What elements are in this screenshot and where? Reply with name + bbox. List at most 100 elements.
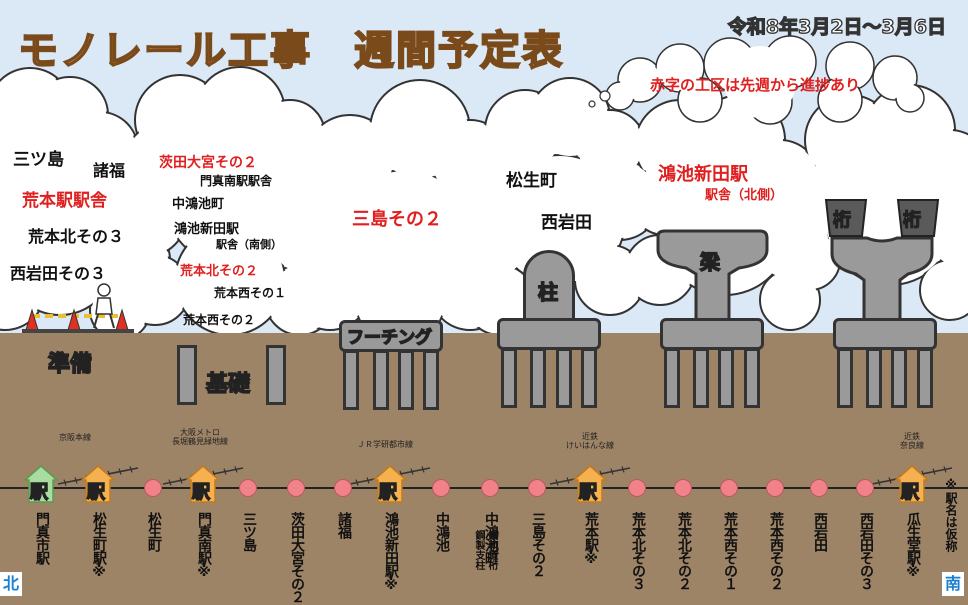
stage-label-column: 柱: [537, 279, 559, 305]
beam-item: 駅舎（北側）: [705, 188, 784, 203]
station-name: 諸福: [336, 512, 352, 538]
station-glyph: 駅: [578, 481, 598, 504]
station-name: 茨田大宮その２: [289, 512, 305, 603]
column-item: 松生町: [506, 171, 557, 191]
beam-pile: [664, 348, 680, 408]
station-name: 門真南駅※: [196, 512, 212, 579]
station-name: 中鴻池: [434, 512, 450, 551]
beam-slab: [660, 318, 764, 350]
beam-pile: [693, 348, 709, 408]
footing-pile: [398, 350, 414, 410]
beam-pile: [744, 348, 760, 408]
rail-line-label: 京阪本線: [59, 433, 91, 442]
column-item: 西岩田: [541, 213, 592, 233]
station-name: 荒本駅※: [583, 512, 599, 566]
station-name: 三島その２: [530, 512, 546, 577]
station-name: 中鴻池町: [483, 512, 499, 564]
station-glyph: 駅: [29, 481, 49, 504]
station-marker-dot: [528, 479, 546, 497]
date-range: 令和8年3月2日～3月6日: [727, 15, 946, 38]
station-name: 荒本北その３: [630, 512, 646, 590]
prep-item: 荒本北その３: [28, 227, 125, 246]
station-name: 荒本西その２: [768, 512, 784, 590]
column-slab: [497, 318, 601, 350]
prep-item: 西岩田その３: [10, 264, 107, 283]
station-glyph: 駅: [378, 481, 398, 504]
station-marker-arrow: [572, 465, 608, 503]
foundation-item: 駅舎（南側）: [216, 238, 282, 251]
girder-pile: [837, 348, 853, 408]
foundation-item: 鴻池新田駅: [174, 222, 240, 237]
stage-label-prep: 準備: [47, 351, 93, 378]
stage-label-footing: フーチング: [346, 327, 433, 349]
station-marker-dot: [810, 479, 828, 497]
footing-pile: [373, 350, 389, 410]
station-glyph: 駅: [191, 481, 211, 504]
station-name: 荒本西その１: [722, 512, 738, 590]
beam-pile: [718, 348, 734, 408]
girder-pile: [917, 348, 933, 408]
station-marker-dot: [334, 479, 352, 497]
station-marker-arrow: [23, 465, 59, 503]
station-marker-dot: [432, 479, 450, 497]
stage-label-beam: 梁: [699, 249, 721, 275]
foundation-pile: [177, 345, 197, 405]
ground-area: [0, 333, 968, 605]
station-marker-dot: [856, 479, 874, 497]
station-glyph: 駅: [900, 481, 920, 504]
station-marker-dot: [766, 479, 784, 497]
station-name: 門真市駅: [34, 512, 50, 564]
station-name: 荒本北その２: [676, 512, 692, 590]
station-name: 瓜生堂駅※: [905, 512, 921, 579]
prep-item: 諸福: [93, 161, 126, 180]
rail-line-label: 近鉄けいはんな線: [566, 432, 614, 450]
column-pile: [501, 348, 517, 408]
station-note: ※駅名は仮称: [944, 478, 958, 552]
station-name: 松生町: [146, 512, 162, 551]
foundation-item: 荒本北その２: [180, 264, 259, 279]
station-name: 鴻池新田駅※: [383, 512, 399, 592]
foundation-item: 荒本西その２: [183, 313, 256, 327]
station-marker-arrow: [894, 465, 930, 503]
girder-pile: [866, 348, 882, 408]
station-glyph: 駅: [86, 481, 106, 504]
footing-pile: [423, 350, 439, 410]
cones-worker-icon: [22, 283, 134, 333]
station-marker-arrow: [80, 465, 116, 503]
station-marker-dot: [239, 479, 257, 497]
beam-shape: [656, 229, 769, 322]
station-extra-note: 鋼軌道桁: [486, 530, 497, 570]
station-marker-arrow: [185, 465, 221, 503]
girder-slab: [833, 318, 937, 350]
station-name: 西岩田その３: [858, 512, 874, 590]
girder-pile: [891, 348, 907, 408]
footing-pile: [343, 350, 359, 410]
station-name: 松生町駅※: [91, 512, 107, 579]
rail-line-label: ＪＲ学研都市線: [357, 440, 413, 449]
station-marker-dot: [144, 479, 162, 497]
page-title: モノレール工事 週間予定表: [17, 27, 564, 75]
girder-label-left: 桁: [832, 209, 851, 231]
note-cloud-text: 赤字の工区は先週から進捗あり: [650, 76, 861, 94]
girder-shape: [824, 199, 940, 322]
direction-south: 南: [942, 572, 964, 596]
prep-item: 荒本駅駅舎: [22, 191, 107, 211]
rail-line-label: 大阪メトロ長堀鶴見緑地線: [172, 428, 228, 446]
station-name: 三ツ島: [241, 512, 257, 551]
girder-label-right: 桁: [902, 209, 921, 231]
station-extra-note: 鋼製支柱: [473, 530, 484, 570]
station-name: 西岩田: [812, 512, 828, 551]
column-pile: [556, 348, 572, 408]
foundation-item: 荒本西その１: [214, 286, 287, 300]
beam-item: 鴻池新田駅: [658, 164, 748, 185]
prep-item: 三ツ島: [13, 150, 64, 170]
station-marker-dot: [628, 479, 646, 497]
foundation-item: 茨田大宮その２: [159, 155, 257, 171]
footing-item: 三島その２: [352, 209, 442, 230]
column-pile: [530, 348, 546, 408]
stage-label-foundation: 基礎: [205, 371, 251, 398]
column-pile: [581, 348, 597, 408]
column-shape: [523, 250, 575, 322]
